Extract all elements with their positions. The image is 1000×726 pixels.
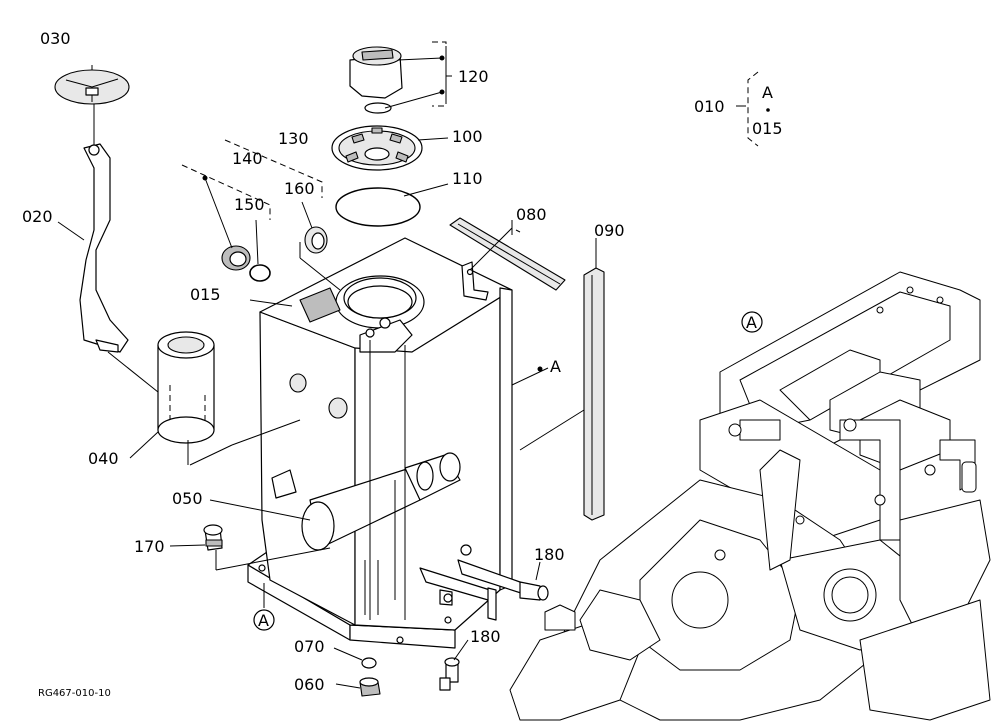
label-080: 080 (516, 205, 547, 224)
label-090: 090 (594, 221, 625, 240)
label-015: 015 (190, 285, 221, 304)
part-140-nozzle (221, 245, 251, 271)
tractor-frame (509, 271, 991, 721)
label-070: 070 (294, 637, 325, 656)
label-a-bottom: A (258, 611, 269, 630)
part-060-nut (359, 677, 381, 697)
label-180-upper: 180 (534, 545, 565, 564)
leader-dots (202, 55, 770, 372)
label-100: 100 (452, 127, 483, 146)
legend-sub: 015 (752, 119, 783, 138)
part-160-grommet (304, 226, 328, 254)
label-050: 050 (172, 489, 203, 508)
label-060: 060 (294, 675, 325, 694)
part-170-bolt (203, 524, 223, 551)
part-labels: 030 020 040 120 100 110 130 140 150 160 … (22, 29, 783, 699)
part-040-filter (157, 331, 215, 444)
part-110-gasket (335, 187, 421, 227)
label-a-frame: A (746, 313, 757, 332)
legend-ref: 010 (694, 97, 725, 116)
part-090-strip (583, 267, 605, 521)
label-020: 020 (22, 207, 53, 226)
part-020-rod (79, 143, 129, 353)
part-180-fitting-lower (439, 657, 460, 691)
fuel-tank (247, 237, 525, 649)
part-100-ring (331, 125, 423, 171)
legend-arrow-label: A (762, 83, 773, 102)
marker-a-frame-circle (741, 311, 763, 333)
label-110: 110 (452, 169, 483, 188)
label-120: 120 (458, 67, 489, 86)
part-150-oring (249, 264, 271, 282)
label-a-tank: A (550, 357, 561, 376)
label-140: 140 (232, 149, 263, 168)
marker-a-bottom-circle (253, 609, 275, 631)
label-150: 150 (234, 195, 265, 214)
label-180-lower: 180 (470, 627, 501, 646)
part-030-cap (54, 69, 130, 105)
label-030: 030 (40, 29, 71, 48)
leader-lines (57, 41, 759, 689)
label-160: 160 (284, 179, 315, 198)
label-170: 170 (134, 537, 165, 556)
label-040: 040 (88, 449, 119, 468)
part-180-fitting-upper (460, 544, 549, 601)
diagram-code: RG467-010-10 (38, 688, 111, 699)
part-120-cap (349, 46, 403, 114)
label-130: 130 (278, 129, 309, 148)
part-070-washer (361, 657, 377, 669)
